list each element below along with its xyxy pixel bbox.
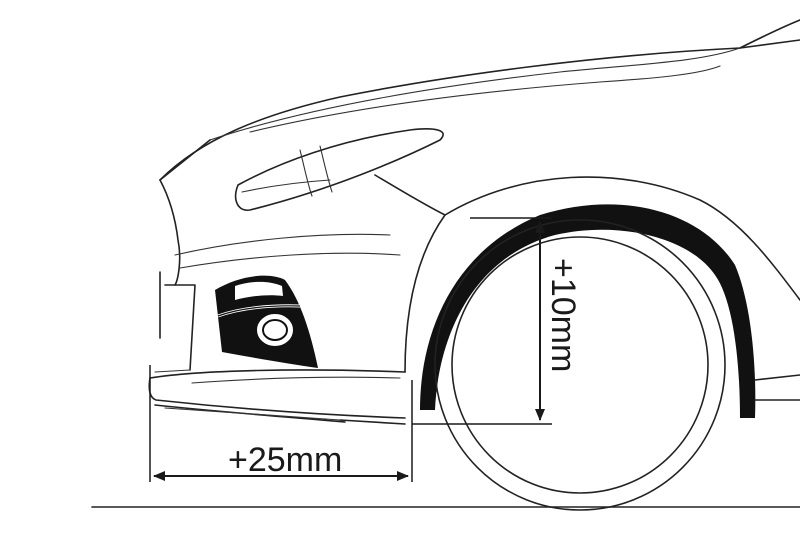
horizontal-dimension-label: +25mm	[228, 441, 342, 479]
fender	[404, 176, 800, 418]
headlight	[234, 128, 444, 211]
fog-light	[215, 275, 318, 368]
vertical-dimension-label: +10mm	[544, 258, 582, 372]
hood	[159, 19, 800, 181]
front-lip-spoiler	[148, 369, 406, 425]
vertical-dimension: +10mm	[412, 217, 582, 425]
horizontal-dimension: +25mm	[149, 365, 413, 482]
front-fascia	[154, 139, 446, 373]
front-wheel	[434, 219, 726, 511]
